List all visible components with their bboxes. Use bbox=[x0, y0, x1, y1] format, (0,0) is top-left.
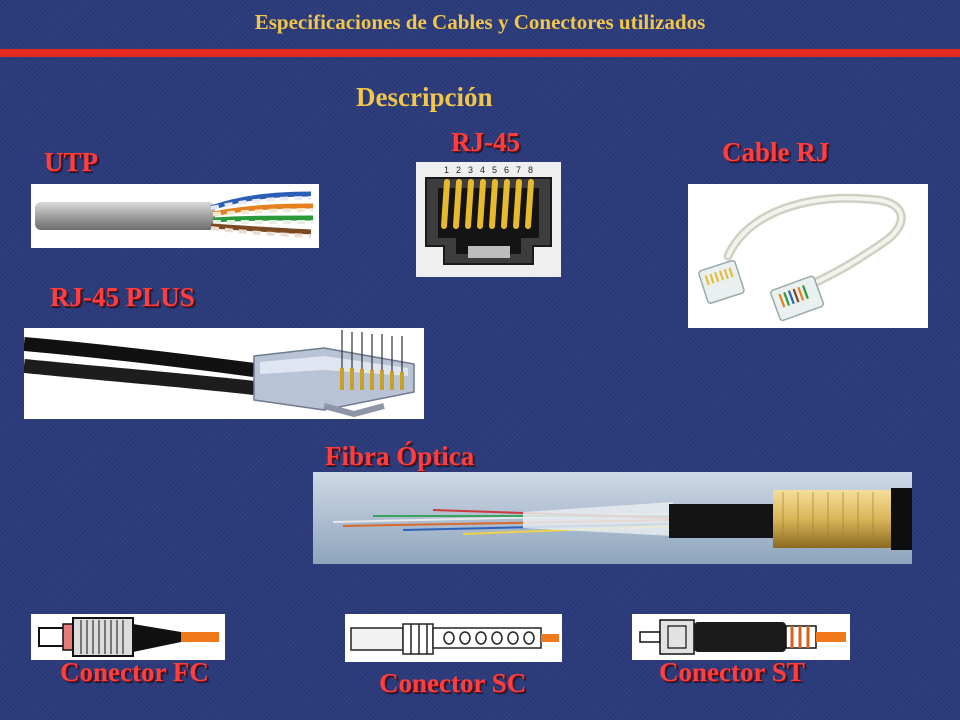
label-utp: UTP bbox=[44, 147, 98, 177]
subtitle: Descripción bbox=[356, 82, 493, 112]
slide-title: Especificaciones de Cables y Conectores … bbox=[254, 10, 706, 34]
rj45-pin-8: 8 bbox=[528, 165, 533, 175]
sc-connector-image bbox=[345, 614, 562, 662]
label-conector-fc: Conector FC bbox=[60, 657, 209, 687]
title-divider bbox=[0, 49, 960, 57]
label-conector-sc: Conector SC bbox=[379, 668, 527, 698]
rj45-pin-1: 1 bbox=[444, 165, 449, 175]
fc-connector-image bbox=[31, 614, 225, 660]
rj45-pin-6: 6 bbox=[504, 165, 509, 175]
label-rj45-plus: RJ-45 PLUS bbox=[50, 282, 195, 312]
rj45-plus-image bbox=[24, 328, 424, 419]
st-connector-image bbox=[632, 614, 850, 660]
rj45-socket-image: 1 2 3 4 5 6 7 8 bbox=[416, 162, 561, 277]
fiber-optic-cable-image bbox=[313, 472, 912, 564]
rj45-pin-3: 3 bbox=[468, 165, 473, 175]
rj45-pin-7: 7 bbox=[516, 165, 521, 175]
rj45-pin-2: 2 bbox=[456, 165, 461, 175]
rj45-pin-4: 4 bbox=[480, 165, 485, 175]
label-fibra-optica: Fibra Óptica bbox=[325, 441, 475, 471]
utp-cable-image bbox=[31, 184, 319, 248]
rj-patch-cable-image bbox=[688, 184, 928, 328]
label-conector-st: Conector ST bbox=[659, 657, 805, 687]
rj45-pin-5: 5 bbox=[492, 165, 497, 175]
label-cable-rj: Cable RJ bbox=[722, 137, 830, 167]
label-rj45: RJ-45 bbox=[451, 127, 520, 157]
